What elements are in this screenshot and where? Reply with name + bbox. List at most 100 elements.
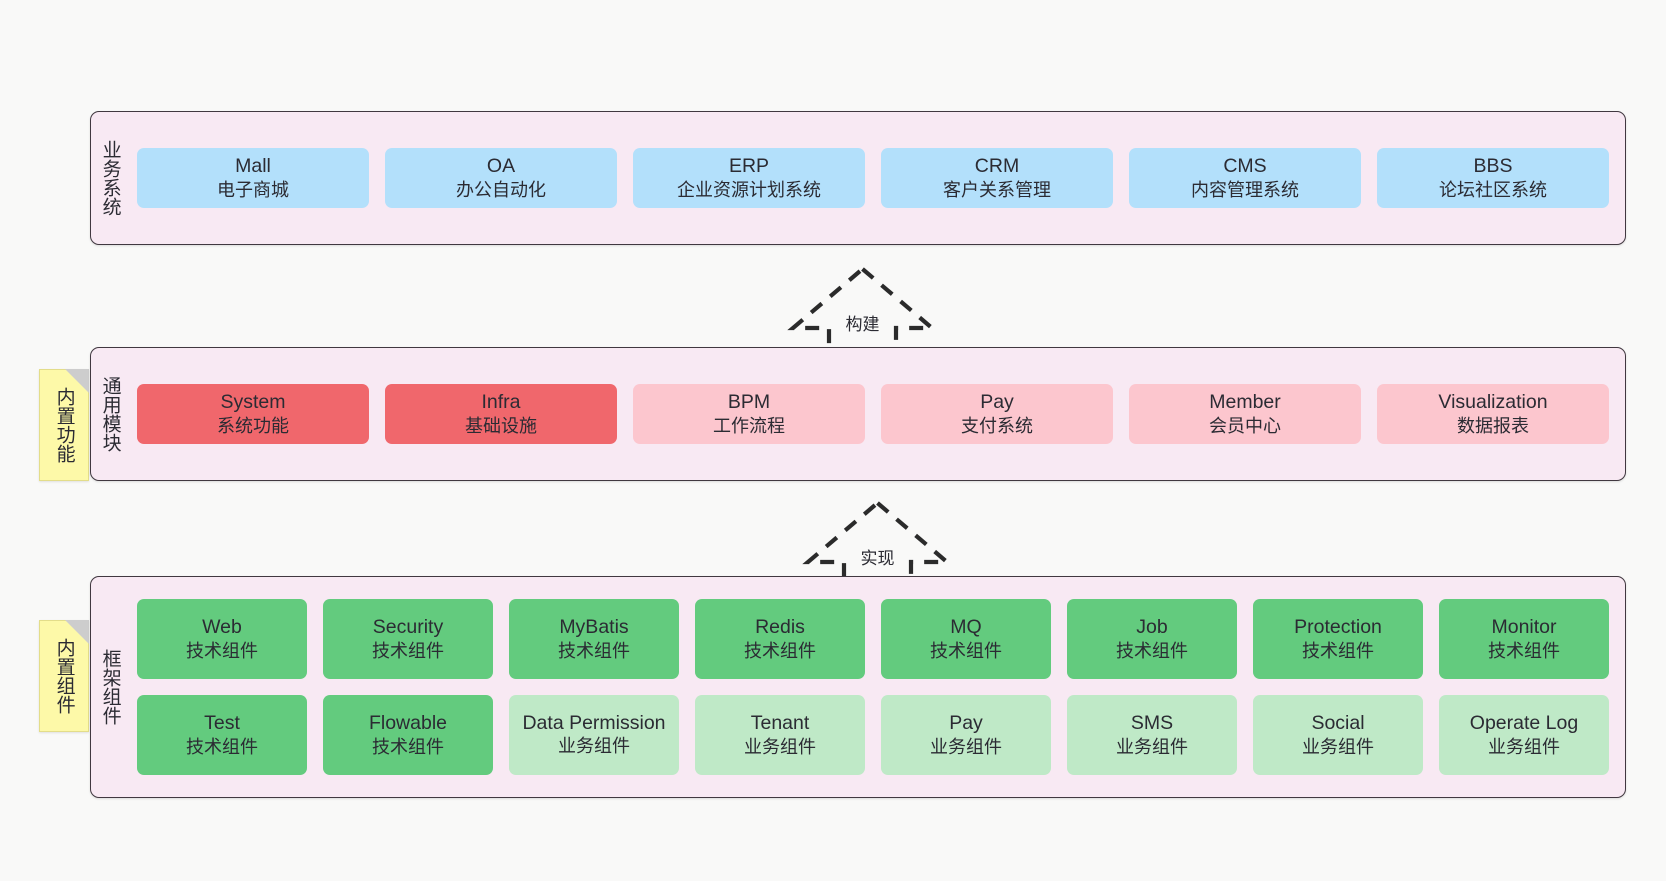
node-protection[interactable]: Protection 技术组件: [1253, 599, 1423, 679]
node-name: CMS: [1223, 154, 1267, 177]
node-mybatis[interactable]: MyBatis 技术组件: [509, 599, 679, 679]
layer-framework-component[interactable]: 框架组件 Web 技术组件 Security 技术组件 MyBatis 技术组件…: [90, 576, 1626, 798]
node-desc: 企业资源计划系统: [677, 179, 821, 200]
node-monitor[interactable]: Monitor 技术组件: [1439, 599, 1609, 679]
layer-row: System 系统功能 Infra 基础设施 BPM 工作流程 Pay 支付系统…: [137, 383, 1609, 445]
node-desc: 会员中心: [1209, 415, 1281, 436]
layer-row: Test 技术组件 Flowable 技术组件 Data Permission …: [137, 695, 1609, 775]
node-name: Security: [372, 615, 444, 638]
layer-title-business-system: 业务系统: [99, 140, 121, 216]
node-social[interactable]: Social 业务组件: [1253, 695, 1423, 775]
layer-title-common-module: 通用模块: [99, 376, 121, 452]
node-pay-component[interactable]: Pay 业务组件: [881, 695, 1051, 775]
layer-title-framework-component: 框架组件: [99, 649, 121, 725]
connector-build: 构建: [787, 266, 938, 354]
connector-build-shape: [787, 266, 938, 354]
node-pay[interactable]: Pay 支付系统: [881, 383, 1113, 445]
node-name: Data Permission: [522, 712, 666, 735]
node-desc: 业务组件: [930, 736, 1002, 757]
layer-common-module[interactable]: 通用模块 System 系统功能 Infra 基础设施 BPM 工作流程 Pay…: [90, 347, 1626, 481]
node-security[interactable]: Security 技术组件: [323, 599, 493, 679]
node-sms[interactable]: SMS 业务组件: [1067, 695, 1237, 775]
node-redis[interactable]: Redis 技术组件: [695, 599, 865, 679]
layer-body-common-module: System 系统功能 Infra 基础设施 BPM 工作流程 Pay 支付系统…: [129, 348, 1625, 480]
node-name: Tenant: [750, 711, 810, 734]
node-web[interactable]: Web 技术组件: [137, 599, 307, 679]
node-name: BBS: [1473, 154, 1513, 177]
node-job[interactable]: Job 技术组件: [1067, 599, 1237, 679]
node-system[interactable]: System 系统功能: [137, 383, 369, 445]
note-builtin-function[interactable]: 内置功能: [39, 369, 89, 481]
node-name: Operate Log: [1469, 711, 1579, 734]
node-desc: 业务组件: [558, 735, 630, 756]
node-operate-log[interactable]: Operate Log 业务组件: [1439, 695, 1609, 775]
node-tenant[interactable]: Tenant 业务组件: [695, 695, 865, 775]
node-name: SMS: [1130, 711, 1174, 734]
layer-business-system[interactable]: 业务系统 Mall 电子商城 OA 办公自动化 ERP 企业资源计划系统 CRM…: [90, 111, 1626, 245]
connector-build-label: 构建: [845, 315, 880, 334]
note-label: 内置组件: [53, 638, 75, 714]
node-desc: 论坛社区系统: [1439, 179, 1547, 200]
node-test[interactable]: Test 技术组件: [137, 695, 307, 775]
node-name: Test: [204, 711, 240, 734]
node-name: ERP: [728, 154, 770, 177]
note-builtin-component[interactable]: 内置组件: [39, 620, 89, 732]
connector-implement-label: 实现: [860, 549, 895, 568]
node-desc: 业务组件: [1488, 736, 1560, 757]
node-mall[interactable]: Mall 电子商城: [137, 147, 369, 209]
node-desc: 技术组件: [1302, 640, 1374, 661]
node-visualization[interactable]: Visualization 数据报表: [1377, 383, 1609, 445]
node-name: Mall: [235, 154, 271, 177]
node-name: Pay: [949, 711, 983, 734]
node-name: OA: [486, 154, 516, 177]
node-name: Redis: [755, 615, 805, 638]
node-name: Visualization: [1438, 390, 1548, 413]
node-member[interactable]: Member 会员中心: [1129, 383, 1361, 445]
node-bbs[interactable]: BBS 论坛社区系统: [1377, 147, 1609, 209]
node-name: Pay: [980, 390, 1014, 413]
node-desc: 技术组件: [930, 640, 1002, 661]
node-desc: 工作流程: [713, 415, 785, 436]
node-desc: 数据报表: [1457, 415, 1529, 436]
node-desc: 技术组件: [558, 640, 630, 661]
connector-implement: 实现: [802, 500, 953, 588]
node-crm[interactable]: CRM 客户关系管理: [881, 147, 1113, 209]
node-name: Monitor: [1491, 615, 1557, 638]
node-infra[interactable]: Infra 基础设施: [385, 383, 617, 445]
node-desc: 技术组件: [372, 640, 444, 661]
node-flowable[interactable]: Flowable 技术组件: [323, 695, 493, 775]
node-desc: 基础设施: [465, 415, 537, 436]
node-mq[interactable]: MQ 技术组件: [881, 599, 1051, 679]
node-oa[interactable]: OA 办公自动化: [385, 147, 617, 209]
node-name: BPM: [727, 390, 771, 413]
node-desc: 技术组件: [372, 736, 444, 757]
connector-implement-shape: [802, 500, 953, 588]
node-desc: 业务组件: [1302, 736, 1374, 757]
node-name: MyBatis: [559, 615, 629, 638]
node-desc: 电子商城: [217, 179, 289, 200]
node-name: Infra: [481, 390, 521, 413]
node-name: MQ: [950, 615, 982, 638]
node-name: Flowable: [368, 711, 448, 734]
node-bpm[interactable]: BPM 工作流程: [633, 383, 865, 445]
layer-row: Web 技术组件 Security 技术组件 MyBatis 技术组件 Redi…: [137, 599, 1609, 679]
node-desc: 技术组件: [186, 640, 258, 661]
node-desc: 办公自动化: [456, 179, 546, 200]
node-desc: 支付系统: [961, 415, 1033, 436]
node-name: System: [220, 390, 286, 413]
node-erp[interactable]: ERP 企业资源计划系统: [633, 147, 865, 209]
layer-row: Mall 电子商城 OA 办公自动化 ERP 企业资源计划系统 CRM 客户关系…: [137, 147, 1609, 209]
layer-body-business-system: Mall 电子商城 OA 办公自动化 ERP 企业资源计划系统 CRM 客户关系…: [129, 112, 1625, 244]
node-desc: 业务组件: [1116, 736, 1188, 757]
node-name: Web: [202, 615, 242, 638]
node-data-permission[interactable]: Data Permission 业务组件: [509, 695, 679, 775]
note-fold-icon: [65, 369, 89, 393]
node-desc: 客户关系管理: [943, 179, 1051, 200]
node-desc: 内容管理系统: [1191, 179, 1299, 200]
node-name: Member: [1209, 390, 1281, 413]
node-desc: 技术组件: [1488, 640, 1560, 661]
node-name: Social: [1311, 711, 1365, 734]
node-cms[interactable]: CMS 内容管理系统: [1129, 147, 1361, 209]
note-fold-icon: [65, 620, 89, 644]
